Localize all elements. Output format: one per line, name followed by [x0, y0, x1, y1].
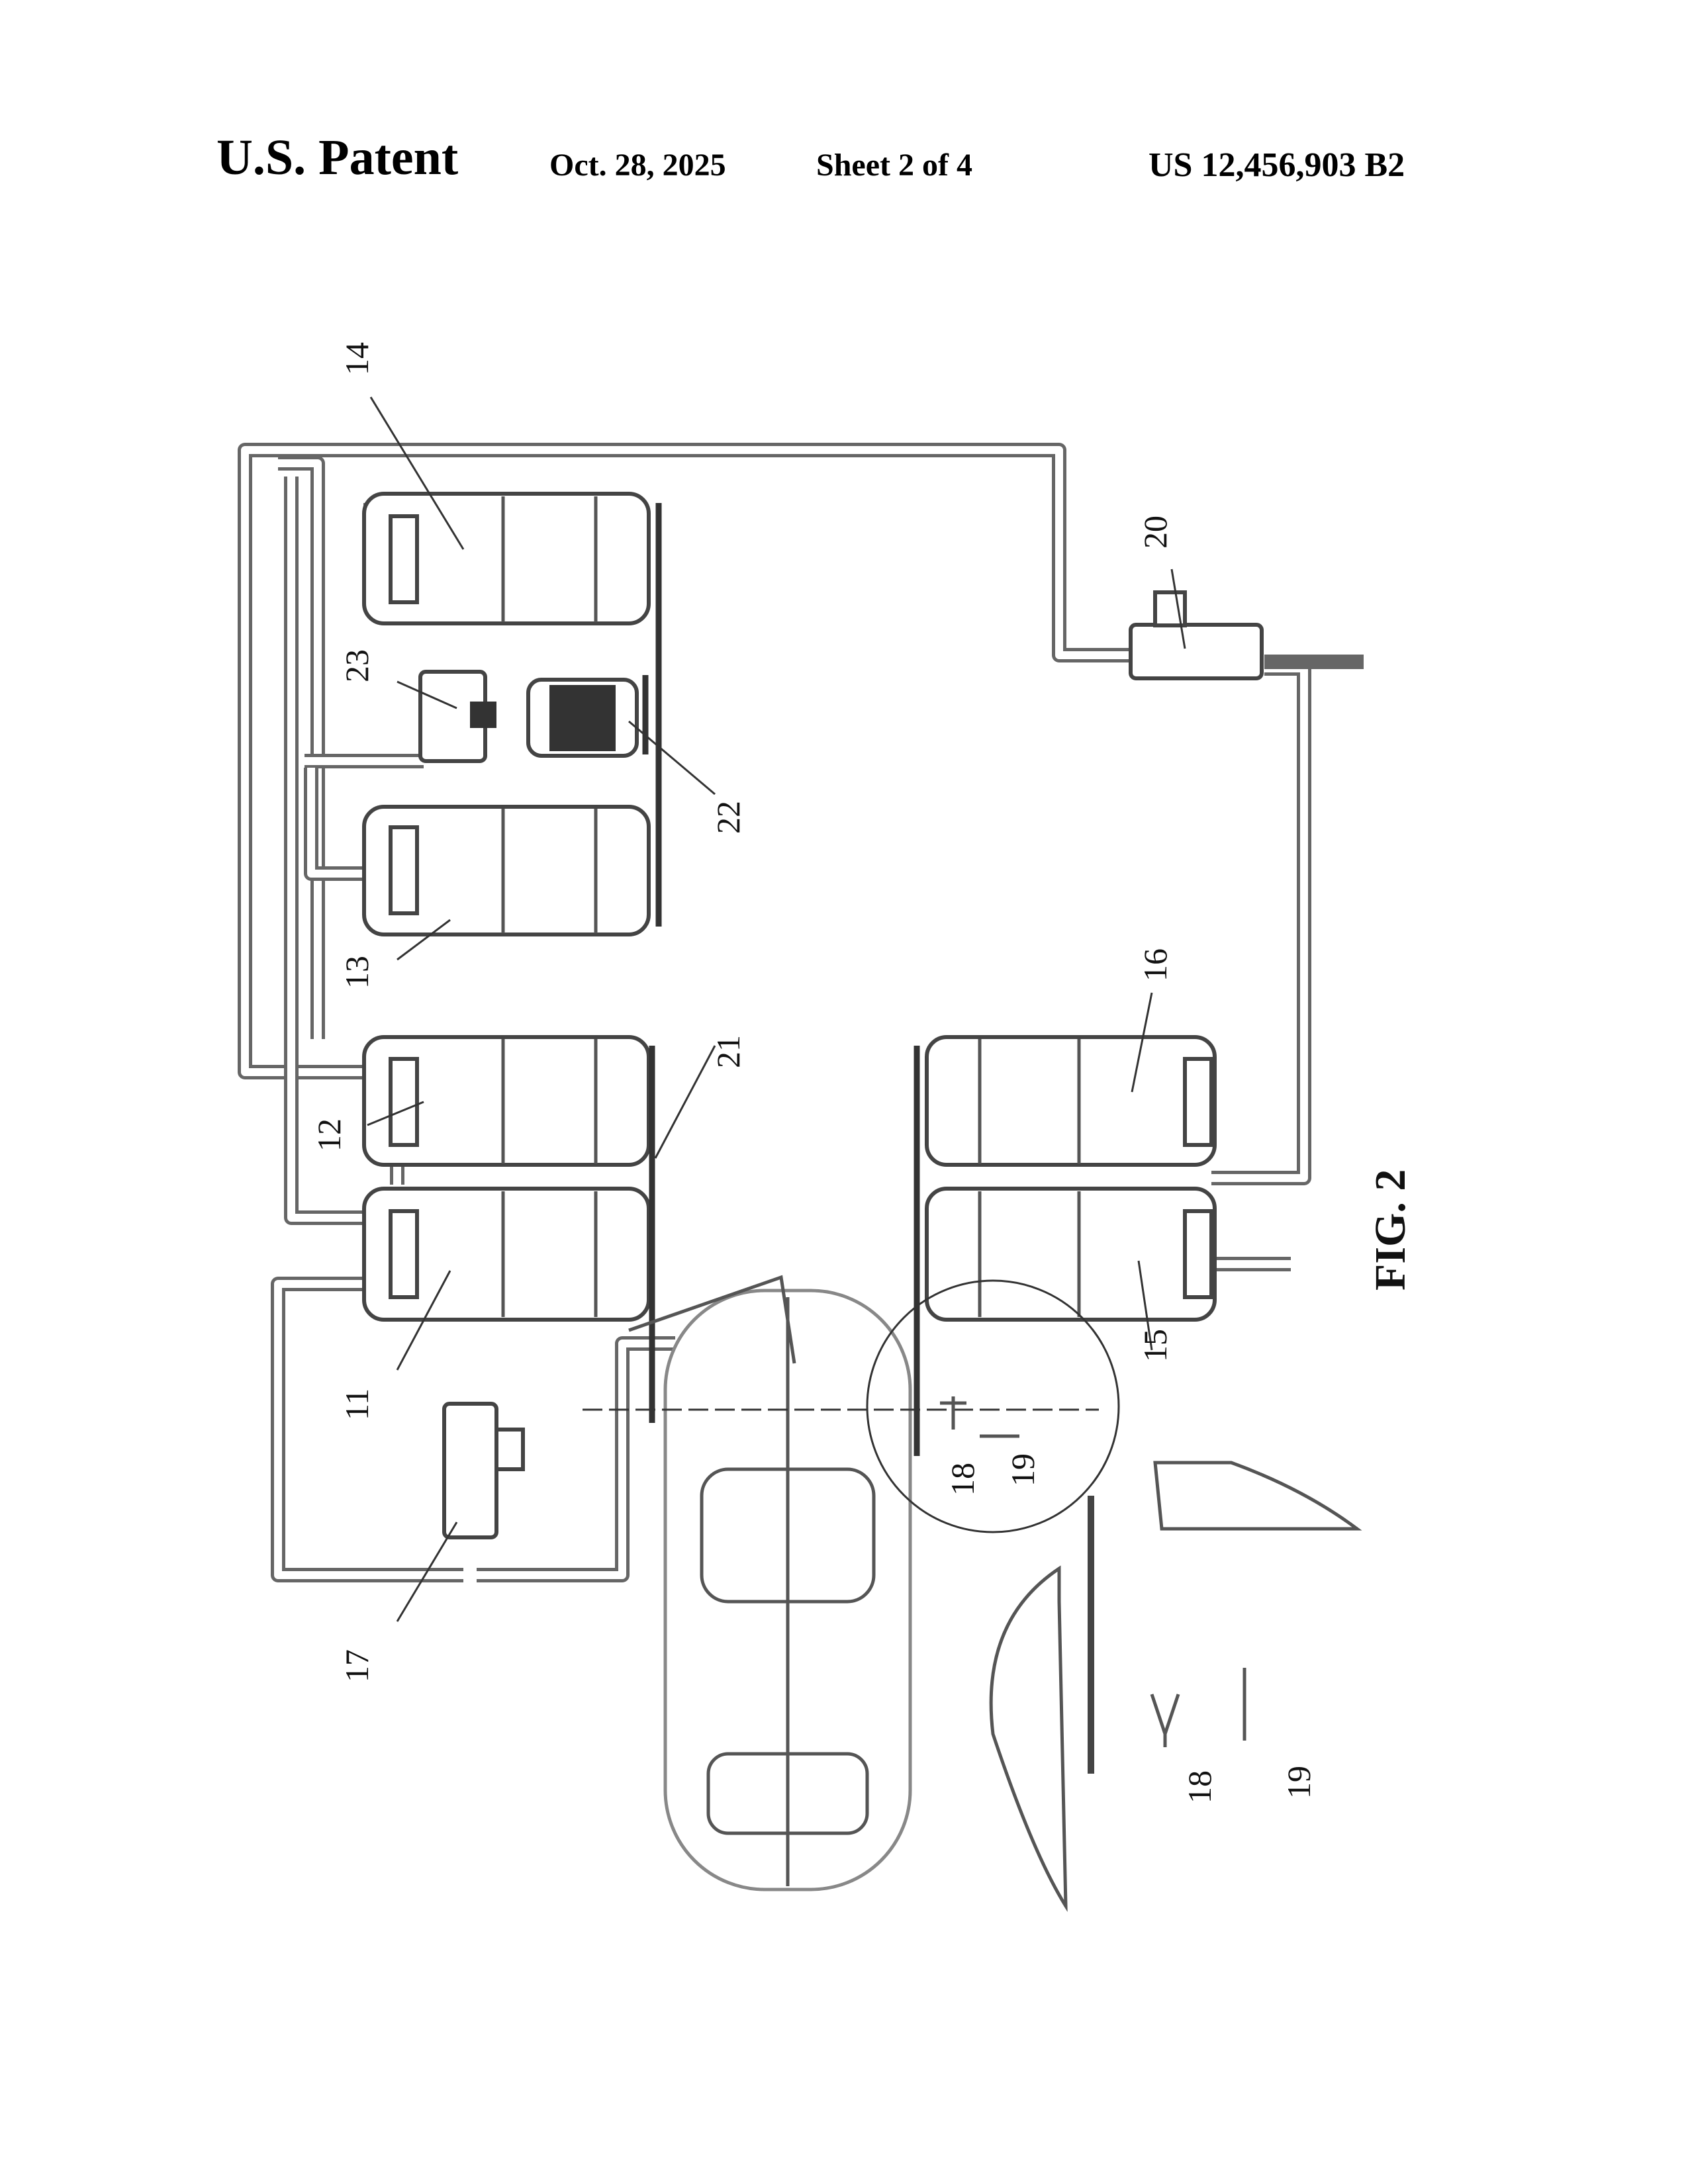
label-20: 20 [1137, 516, 1174, 549]
tank-14 [362, 492, 651, 625]
figure-title: FIG. 2 [1366, 1169, 1415, 1291]
sheet-number: Sheet 2 of 4 [816, 148, 972, 183]
motor-22 [526, 678, 639, 758]
label-18: 18 [1181, 1770, 1218, 1803]
label-12: 12 [310, 1118, 348, 1152]
tank-16 [925, 1035, 1217, 1167]
controller-17 [442, 1402, 525, 1539]
controller-23 [418, 670, 496, 763]
label-22: 22 [710, 801, 747, 834]
label-15: 15 [1137, 1329, 1174, 1362]
car [583, 1275, 1099, 1891]
label-11: 11 [338, 1388, 375, 1420]
detail-parts [940, 1396, 1362, 1913]
tank-15 [925, 1187, 1217, 1322]
label-21: 21 [710, 1035, 747, 1068]
patent-date: Oct. 28, 2025 [549, 148, 726, 183]
rail-21 [642, 503, 920, 1456]
label-23: 23 [338, 649, 375, 682]
label-18-detail: 18 [944, 1463, 981, 1496]
tank-11 [362, 1187, 651, 1322]
tank-13 [362, 805, 651, 936]
label-16: 16 [1137, 948, 1174, 981]
label-14: 14 [338, 342, 375, 375]
leader-lines [367, 396, 1186, 1622]
controller-20 [1129, 590, 1264, 680]
detail-circle [866, 1279, 1120, 1533]
label-17: 17 [338, 1649, 375, 1682]
label-19-detail: 19 [1004, 1453, 1041, 1486]
patent-number: US 12,456,903 B2 [1149, 146, 1405, 184]
tank-12 [362, 1035, 651, 1167]
label-19: 19 [1280, 1766, 1317, 1799]
reference-labels: 14 23 22 20 13 12 21 16 11 15 17 18 19 1… [310, 342, 1415, 1803]
label-13: 13 [338, 956, 375, 989]
patent-label: U.S. Patent [216, 130, 459, 185]
pipe-network [238, 443, 1364, 1582]
